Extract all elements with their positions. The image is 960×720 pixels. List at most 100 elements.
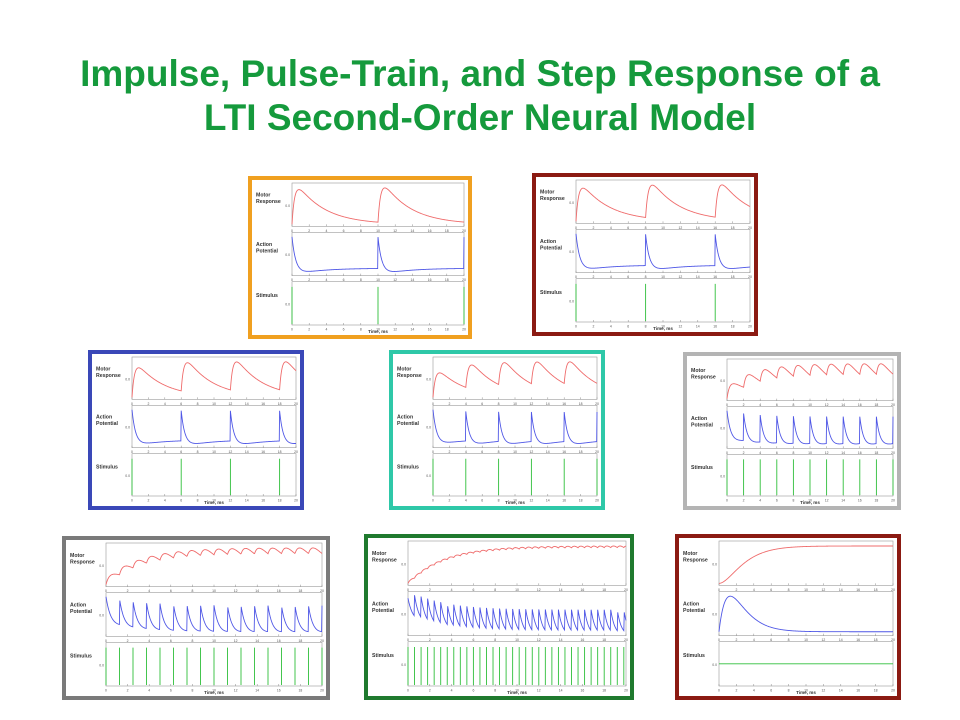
x-tick-label: 8 xyxy=(360,229,362,233)
x-tick-label: 16 xyxy=(277,639,281,643)
subplot-frame xyxy=(575,278,751,323)
x-tick-label: 6 xyxy=(627,275,629,279)
action-potential-label: Action xyxy=(683,601,699,607)
y-tick-label: 0.0 xyxy=(401,613,406,617)
motor-response-trace xyxy=(726,363,894,399)
x-tick-label: 12 xyxy=(822,588,826,592)
action-potential-trace xyxy=(291,236,465,272)
action-potential-label: Potential xyxy=(96,421,118,427)
x-tick-label: 6 xyxy=(627,226,629,230)
x-tick-label: 14 xyxy=(245,402,249,406)
x-tick-label: 6 xyxy=(343,278,345,282)
x-tick-label: 4 xyxy=(325,328,327,332)
x-tick-label: 8 xyxy=(792,499,794,503)
x-tick-label: 10 xyxy=(376,229,380,233)
x-tick-label: 12 xyxy=(822,638,826,642)
x-tick-label: 0 xyxy=(105,639,107,643)
x-tick-label: 8 xyxy=(498,499,500,503)
x-tick-label: 14 xyxy=(841,403,845,407)
x-tick-label: 20 xyxy=(891,689,895,693)
x-tick-label: 8 xyxy=(645,226,647,230)
x-tick-label: 6 xyxy=(472,638,474,642)
subplot-frame xyxy=(718,540,894,586)
x-tick-label: 2 xyxy=(448,499,450,503)
motor-response-label: Response xyxy=(70,559,95,565)
x-tick-label: 4 xyxy=(325,229,327,233)
y-tick-label: 0.0 xyxy=(426,377,431,381)
x-tick-label: 18 xyxy=(299,639,303,643)
x-tick-label: 16 xyxy=(858,499,862,503)
stimulus-label: Stimulus xyxy=(96,464,118,470)
y-tick-label: 0.0 xyxy=(99,663,104,667)
x-tick-label: 2 xyxy=(429,689,431,693)
y-tick-label: 0.0 xyxy=(285,204,290,208)
x-tick-label: 20 xyxy=(891,499,895,503)
y-tick-label: 0.0 xyxy=(712,613,717,617)
x-tick-label: 20 xyxy=(624,588,628,592)
x-tick-label: 20 xyxy=(320,639,324,643)
x-tick-label: 14 xyxy=(255,639,259,643)
x-tick-label: 6 xyxy=(770,638,772,642)
x-tick-label: 16 xyxy=(261,402,265,406)
x-tick-label: 8 xyxy=(792,451,794,455)
x-tick-label: 8 xyxy=(360,328,362,332)
x-axis-label: Time, ms xyxy=(800,500,820,505)
action-potential-trace xyxy=(726,410,894,445)
x-tick-label: 10 xyxy=(376,278,380,282)
x-tick-label: 16 xyxy=(858,451,862,455)
x-tick-label: 4 xyxy=(610,275,612,279)
x-tick-label: 4 xyxy=(325,278,327,282)
x-tick-label: 2 xyxy=(592,226,594,230)
x-tick-label: 2 xyxy=(448,450,450,454)
action-potential-label: Action xyxy=(397,415,413,421)
x-tick-label: 18 xyxy=(875,451,879,455)
x-tick-label: 18 xyxy=(731,275,735,279)
x-tick-label: 8 xyxy=(645,275,647,279)
x-tick-label: 20 xyxy=(462,328,466,332)
x-tick-label: 20 xyxy=(624,689,628,693)
x-tick-label: 16 xyxy=(428,229,432,233)
x-tick-label: 16 xyxy=(562,450,566,454)
x-tick-label: 16 xyxy=(858,403,862,407)
subplot-frame xyxy=(407,591,627,636)
x-tick-label: 18 xyxy=(299,689,303,693)
action-potential-label: Potential xyxy=(372,608,394,614)
x-tick-label: 12 xyxy=(234,689,238,693)
x-tick-label: 18 xyxy=(731,325,735,329)
action-potential-label: Potential xyxy=(70,609,92,615)
x-tick-label: 0 xyxy=(575,325,577,329)
x-axis-label: Time, ms xyxy=(653,326,673,331)
x-tick-label: 4 xyxy=(610,226,612,230)
x-tick-label: 8 xyxy=(788,638,790,642)
y-tick-label: 0.0 xyxy=(426,474,431,478)
x-tick-label: 0 xyxy=(432,499,434,503)
y-tick-label: 0.0 xyxy=(99,564,104,568)
x-tick-label: 6 xyxy=(481,402,483,406)
x-tick-label: 2 xyxy=(147,499,149,503)
x-tick-label: 2 xyxy=(735,689,737,693)
x-tick-label: 16 xyxy=(856,588,860,592)
motor-response-label: Response xyxy=(691,375,716,381)
y-tick-label: 0.0 xyxy=(712,562,717,566)
x-tick-label: 14 xyxy=(411,278,415,282)
x-tick-label: 0 xyxy=(718,638,720,642)
x-tick-label: 16 xyxy=(428,278,432,282)
motor-response-trace xyxy=(718,545,893,584)
subplot-frame xyxy=(575,179,751,224)
x-tick-label: 10 xyxy=(515,588,519,592)
x-tick-label: 14 xyxy=(546,450,550,454)
x-tick-label: 12 xyxy=(393,328,397,332)
x-tick-label: 8 xyxy=(494,689,496,693)
